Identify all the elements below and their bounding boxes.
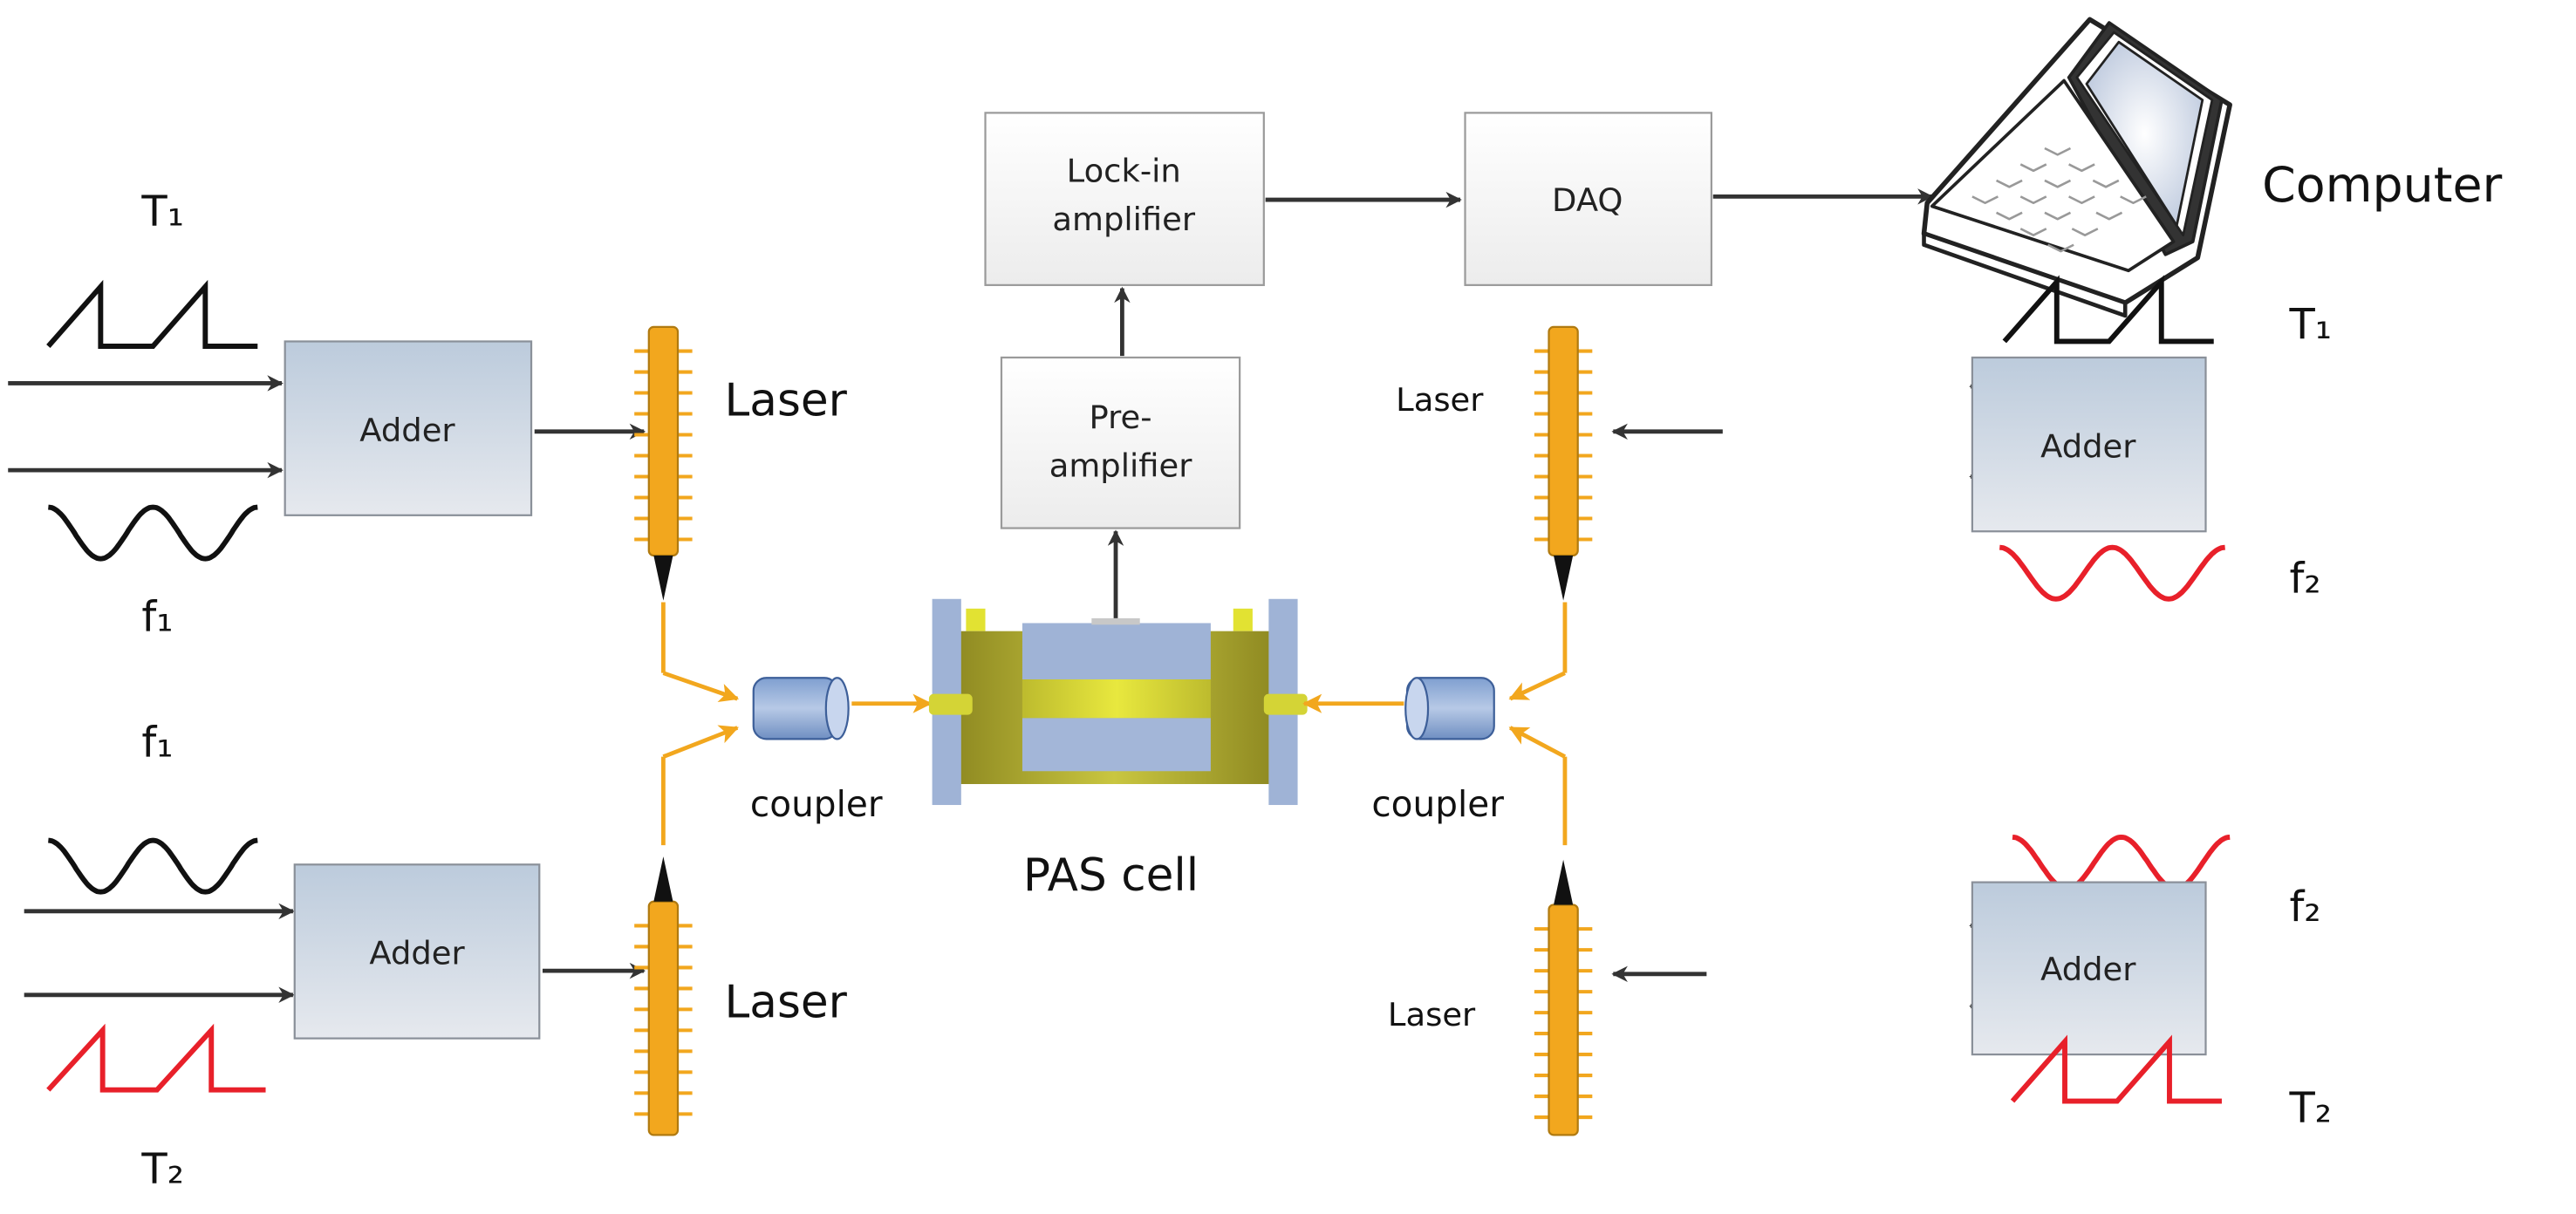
laser-label: Laser (725, 374, 848, 426)
label-T1: T₁ (140, 188, 184, 236)
laser-label: Laser (1388, 996, 1476, 1033)
coupler-icon (752, 677, 850, 740)
coupler-label: coupler (750, 783, 883, 825)
left-coupler-group: coupler (660, 602, 933, 846)
laser-tip (1554, 859, 1574, 905)
pas-cell-label: PAS cell (1023, 849, 1199, 902)
laser-icon (1534, 859, 1593, 1136)
microphone (1091, 617, 1140, 625)
laser-label: Laser (725, 977, 848, 1029)
adder-label: Adder (369, 935, 465, 972)
label-T1: T₁ (2288, 300, 2332, 349)
adder-label: Adder (359, 412, 455, 449)
sine-signal-icon (1999, 544, 2225, 602)
laser-body (1548, 325, 1579, 557)
daq-box (1464, 112, 1713, 286)
laser-body (647, 900, 680, 1136)
sawtooth-signal-icon (46, 1023, 266, 1093)
left-bottom-channel: f₁ T₂ Adder Laser (24, 719, 848, 1194)
inlet-left (928, 693, 973, 715)
gas-port (966, 608, 986, 631)
label-T2: T₂ (2288, 1084, 2332, 1133)
sine-signal-icon (48, 504, 258, 562)
laser-icon (634, 856, 693, 1136)
left-top-channel: T₁ f₁ Adder Laser (8, 188, 848, 642)
sawtooth-signal-icon (46, 279, 258, 349)
laptop-icon (1921, 17, 2232, 318)
laser-body (647, 325, 680, 557)
laser-tip (653, 555, 673, 601)
preamp-line1: Pre- (1090, 399, 1152, 436)
computer-label: Computer (2262, 158, 2502, 214)
lockin-line2: amplifier (1052, 201, 1195, 238)
adder-label: Adder (2040, 951, 2136, 988)
preamp-line2: amplifier (1049, 447, 1192, 485)
sawtooth-signal-icon (2002, 275, 2214, 344)
beam-arrow (662, 725, 740, 759)
label-f1: f₁ (141, 593, 173, 642)
label-T2: T₂ (140, 1145, 184, 1194)
laser-icon (1534, 325, 1593, 601)
pas-cell: PAS cell (928, 598, 1308, 902)
label-f1: f₁ (141, 719, 173, 767)
daq-label: DAQ (1552, 181, 1623, 219)
inlet-right (1263, 693, 1308, 715)
coupler-icon (1404, 677, 1495, 740)
preamplifier-box (1000, 356, 1241, 529)
laser-label: Laser (1396, 381, 1484, 419)
beam-arrow (1508, 671, 1566, 701)
sine-signal-icon (2012, 834, 2231, 891)
right-top-channel: T₁ Adder f₂ Laser (1396, 275, 2332, 603)
beam-arrow (662, 671, 740, 702)
resonator-bottom (1022, 718, 1211, 772)
resonator-channel (1022, 679, 1211, 719)
laser-body (1548, 904, 1579, 1136)
resonator-top (1022, 623, 1211, 680)
lockin-line1: Lock-in (1067, 153, 1181, 190)
label-f2: f₂ (2289, 883, 2320, 931)
adder-box (1971, 356, 2207, 533)
gas-port (1233, 608, 1253, 631)
sawtooth-signal-icon (2010, 1034, 2222, 1104)
lockin-amplifier-box (984, 112, 1265, 286)
label-f2: f₂ (2289, 554, 2320, 603)
sine-signal-icon (48, 837, 258, 895)
adder-box (1971, 881, 2207, 1056)
laser-icon (634, 325, 693, 601)
laser-tip (653, 856, 673, 902)
right-coupler-group: coupler (1302, 602, 1568, 846)
adder-label: Adder (2040, 427, 2136, 465)
right-bottom-channel: f₂ Adder T₂ Laser (1388, 834, 2332, 1136)
coupler-label: coupler (1371, 783, 1504, 825)
beam-arrow (1508, 726, 1567, 759)
adder-box (284, 340, 533, 516)
laser-tip (1554, 555, 1574, 601)
adder-box (293, 863, 541, 1040)
